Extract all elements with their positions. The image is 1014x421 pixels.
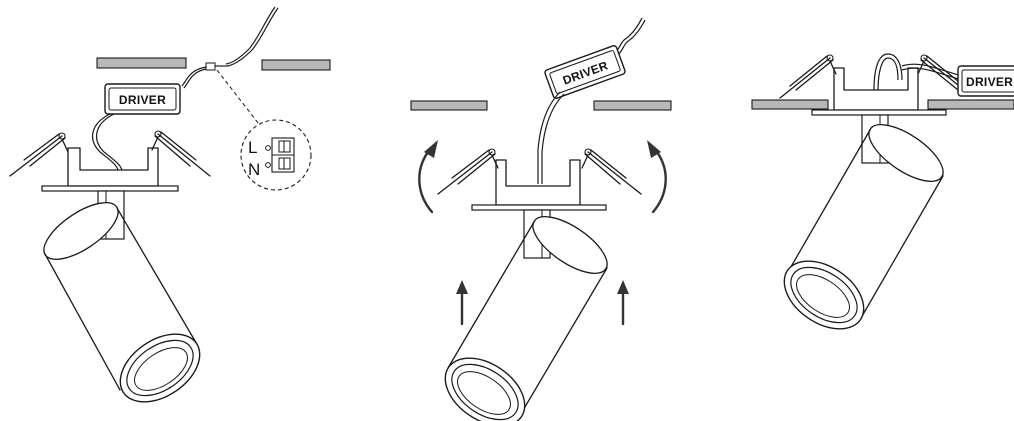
step-2-insert-into-ceiling: DRIVER — [410, 17, 672, 421]
terminal-connector-icon — [205, 62, 216, 71]
spring-clip-right-icon — [581, 148, 642, 195]
spring-clip-left-icon — [779, 54, 837, 99]
ceiling-panel-left — [751, 99, 829, 110]
ceiling-panel-right — [261, 59, 331, 71]
ceiling-panel-right — [927, 99, 1014, 110]
spotlight-body — [444, 216, 608, 421]
step-3-installed: DRIVER — [751, 53, 1014, 330]
rotate-arrow-right-icon — [647, 140, 667, 214]
spring-clip-left-icon — [437, 148, 499, 195]
terminal-block-icon — [265, 137, 295, 173]
driver-box: DRIVER — [957, 65, 1014, 97]
mains-cable — [227, 7, 279, 67]
driver-box — [104, 83, 181, 115]
spring-clip-left-icon — [9, 132, 69, 177]
rotate-arrow-left-icon — [418, 140, 438, 214]
step-1-connect-wiring: DRIVER L N — [9, 6, 331, 403]
ceiling-panel-left — [410, 100, 488, 111]
mounting-frame — [41, 147, 179, 192]
push-up-arrow-left-icon — [456, 280, 468, 326]
zoom-leader-line — [216, 69, 263, 129]
terminal-label-n: N — [248, 160, 260, 179]
driver-label: DRIVER — [966, 75, 1013, 89]
driver-box: DRIVER — [544, 45, 626, 99]
spotlight-body — [43, 202, 201, 403]
push-up-arrow-right-icon — [617, 280, 629, 326]
driver-label: DRIVER — [119, 93, 166, 107]
terminal-label-l: L — [248, 138, 257, 157]
mounting-frame — [471, 159, 607, 211]
ceiling-panel-right — [593, 100, 672, 111]
spotlight-body — [783, 124, 944, 330]
ceiling-panel-left — [96, 57, 187, 69]
spring-clip-right-icon — [151, 130, 211, 177]
